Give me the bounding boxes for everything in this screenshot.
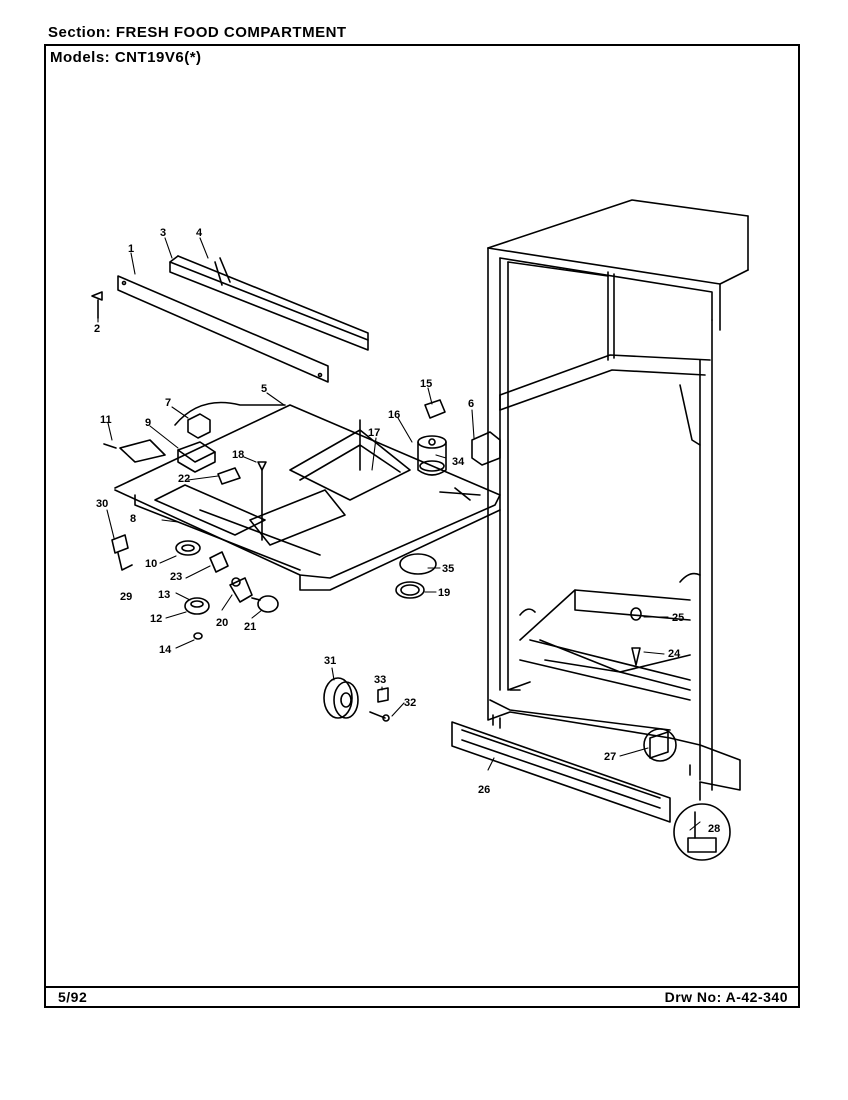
callout-13: 13 (158, 589, 170, 601)
part-10-knob (175, 540, 201, 556)
part-19-ring (395, 581, 425, 599)
part-31-roller (323, 677, 359, 719)
callout-29: 29 (120, 591, 132, 603)
part-11-plate (103, 439, 166, 463)
drawing-number-value: A-42-340 (725, 989, 788, 1005)
callout-27: 27 (604, 751, 616, 763)
callout-33: 33 (374, 674, 386, 686)
part-26-toe-grille (451, 721, 671, 823)
callout-11: 11 (100, 414, 112, 426)
callout-25: 25 (672, 612, 684, 624)
callout-labels: 1 2 3 4 5 6 7 8 9 10 11 12 13 14 15 16 1… (94, 227, 720, 835)
models-value: CNT19V6(*) (114, 49, 202, 66)
callout-19: 19 (438, 587, 450, 599)
part-33-pin (369, 687, 390, 722)
callout-6: 6 (468, 398, 474, 410)
callout-4: 4 (196, 227, 203, 239)
part-12-gear (184, 597, 210, 615)
callout-7: 7 (165, 397, 171, 409)
callout-15: 15 (420, 378, 432, 390)
callout-12: 12 (150, 613, 162, 625)
part-27-bracket (643, 728, 677, 762)
footer-date: 5/92 (58, 989, 88, 1005)
part-24-screw (631, 647, 641, 666)
callout-17: 17 (368, 427, 380, 439)
callout-2: 2 (94, 323, 100, 335)
part-1-rail (117, 275, 329, 383)
callout-14: 14 (159, 644, 172, 656)
callout-22: 22 (178, 473, 190, 485)
callout-23: 23 (170, 571, 182, 583)
callout-34: 34 (452, 456, 465, 468)
callout-32: 32 (404, 697, 416, 709)
part-20-socket (229, 577, 253, 603)
callout-1: 1 (128, 243, 134, 255)
part-18-screw (257, 461, 267, 541)
section-title: Section: FRESH FOOD COMPARTMENT (48, 24, 347, 41)
part-7-clip (187, 413, 211, 439)
part-6-bracket (471, 431, 501, 466)
callout-21: 21 (244, 621, 256, 633)
callout-30: 30 (96, 498, 108, 510)
callout-10: 10 (145, 558, 157, 570)
part-2-screw (91, 291, 103, 319)
callout-18: 18 (232, 449, 244, 461)
part-35-cap (399, 553, 437, 575)
drawing-frame (44, 44, 800, 1008)
part-15-fan-motor (417, 399, 447, 476)
footer-divider (46, 986, 798, 988)
callout-9: 9 (145, 417, 151, 429)
callout-8: 8 (130, 513, 136, 525)
part-21-bulb (251, 595, 279, 613)
part-14-screw (193, 632, 203, 640)
callout-5: 5 (261, 383, 267, 395)
part-25-clip (630, 607, 642, 621)
refrigerator-cabinet (487, 199, 749, 791)
callout-3: 3 (160, 227, 166, 239)
leader-lines (97, 237, 701, 831)
section-label: Section: (48, 24, 112, 41)
part-23-switch (209, 551, 229, 573)
part-30-hinge (111, 534, 133, 571)
section-value: FRESH FOOD COMPARTMENT (115, 24, 347, 41)
models-label: Models: (50, 49, 111, 66)
part-3-channel (169, 255, 369, 351)
callout-35: 35 (442, 563, 454, 575)
part-5-housing (114, 401, 501, 591)
part-9-bracket (177, 441, 216, 473)
drawing-number: Drw No: A-42-340 (665, 989, 788, 1005)
callout-16: 16 (388, 409, 400, 421)
callout-20: 20 (216, 617, 228, 629)
drawing-number-label: Drw No: (664, 989, 722, 1005)
part-22-connector (217, 467, 241, 485)
callout-31: 31 (324, 655, 336, 667)
part-28-leveler (673, 781, 731, 861)
callout-28: 28 (708, 823, 720, 835)
models-title: Models: CNT19V6(*) (50, 49, 202, 66)
callout-26: 26 (478, 784, 490, 796)
callout-24: 24 (668, 648, 681, 660)
